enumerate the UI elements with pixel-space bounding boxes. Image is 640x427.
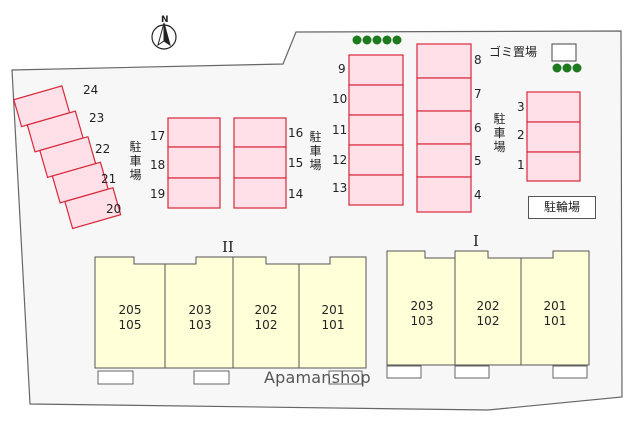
- label-space-9: 9: [338, 62, 346, 76]
- bicycle-parking-label: 駐輪場: [528, 196, 596, 219]
- parking-title-left: 駐車場: [129, 140, 142, 182]
- parking-space-2: [526, 121, 581, 153]
- label-space-24: 24: [83, 83, 99, 97]
- label-space-17: 17: [150, 129, 166, 143]
- trash-area-label: ゴミ置場: [489, 45, 538, 59]
- unit-upper: 205: [118, 303, 142, 317]
- tree-row-top: [352, 35, 402, 45]
- parking-group-17-19: [167, 117, 221, 209]
- parking-space-4: [416, 176, 472, 213]
- parking-space-8: [416, 43, 472, 79]
- parking-space-9: [348, 54, 404, 86]
- label-space-16: 16: [288, 126, 304, 140]
- north-label: N: [161, 15, 169, 25]
- unit-lower: 103: [410, 314, 434, 328]
- tree-row-right: [552, 63, 582, 73]
- parking-space-12: [348, 144, 404, 176]
- label-space-12: 12: [332, 153, 348, 167]
- label-space-10: 10: [332, 92, 348, 106]
- unit-upper: 201: [321, 303, 345, 317]
- unit-upper: 202: [476, 299, 500, 313]
- parking-space-3: [526, 91, 581, 123]
- parking-space-14: [233, 177, 287, 209]
- parking-title-center: 駐車場: [309, 130, 322, 172]
- building-2-label: II: [222, 238, 234, 256]
- unit-201-101-b2: 201 101: [313, 303, 353, 333]
- label-space-23: 23: [89, 111, 105, 125]
- label-space-1: 1: [517, 158, 525, 172]
- building-1-label: I: [473, 232, 479, 250]
- label-space-13: 13: [332, 181, 348, 195]
- parking-space-7: [416, 77, 472, 112]
- parking-space-1: [526, 151, 581, 182]
- parking-group-4-8: [416, 43, 472, 213]
- building-1-porches: [386, 365, 588, 379]
- parking-space-18: [167, 146, 221, 179]
- trash-bin: [551, 43, 577, 62]
- label-space-21: 21: [101, 172, 117, 186]
- unit-lower: 105: [118, 318, 142, 332]
- label-space-4: 4: [474, 188, 482, 202]
- parking-space-15: [233, 146, 287, 179]
- building-2-porches: [97, 370, 363, 385]
- label-space-15: 15: [288, 156, 304, 170]
- label-space-5: 5: [474, 154, 482, 168]
- unit-202-102-b2: 202 102: [246, 303, 286, 333]
- unit-lower: 102: [254, 318, 278, 332]
- watermark: Apamanshop: [264, 368, 371, 387]
- label-space-6: 6: [474, 121, 482, 135]
- label-space-14: 14: [288, 187, 304, 201]
- unit-205-105: 205 105: [110, 303, 150, 333]
- label-space-19: 19: [150, 187, 166, 201]
- unit-lower: 102: [476, 314, 500, 328]
- label-space-11: 11: [332, 123, 348, 137]
- unit-upper: 203: [410, 299, 434, 313]
- label-space-18: 18: [150, 158, 166, 172]
- unit-lower: 103: [188, 318, 212, 332]
- label-space-22: 22: [95, 142, 111, 156]
- building-1: [386, 250, 590, 366]
- label-space-8: 8: [474, 53, 482, 67]
- unit-202-102-b1: 202 102: [468, 299, 508, 329]
- parking-space-17: [167, 117, 221, 148]
- label-space-7: 7: [474, 87, 482, 101]
- parking-space-11: [348, 114, 404, 146]
- parking-group-14-16: [233, 117, 287, 209]
- unit-upper: 201: [543, 299, 567, 313]
- parking-space-6: [416, 110, 472, 145]
- unit-201-101-b1: 201 101: [535, 299, 575, 329]
- parking-space-20: [64, 187, 122, 230]
- north-arrow-icon: [151, 22, 177, 50]
- unit-upper: 203: [188, 303, 212, 317]
- label-space-3: 3: [517, 100, 525, 114]
- building-2: [94, 256, 367, 369]
- unit-203-103-b2: 203 103: [180, 303, 220, 333]
- unit-203-103-b1: 203 103: [402, 299, 442, 329]
- parking-space-5: [416, 143, 472, 178]
- unit-lower: 101: [321, 318, 345, 332]
- parking-title-right: 駐車場: [493, 112, 506, 154]
- parking-group-20-24: [13, 85, 122, 230]
- label-space-20: 20: [106, 202, 122, 216]
- label-space-2: 2: [517, 128, 525, 142]
- unit-lower: 101: [543, 314, 567, 328]
- parking-space-19: [167, 177, 221, 209]
- parking-space-13: [348, 174, 404, 206]
- unit-upper: 202: [254, 303, 278, 317]
- parking-space-16: [233, 117, 287, 148]
- parking-group-1-3: [526, 91, 581, 182]
- parking-space-10: [348, 84, 404, 116]
- parking-group-9-13: [348, 54, 404, 206]
